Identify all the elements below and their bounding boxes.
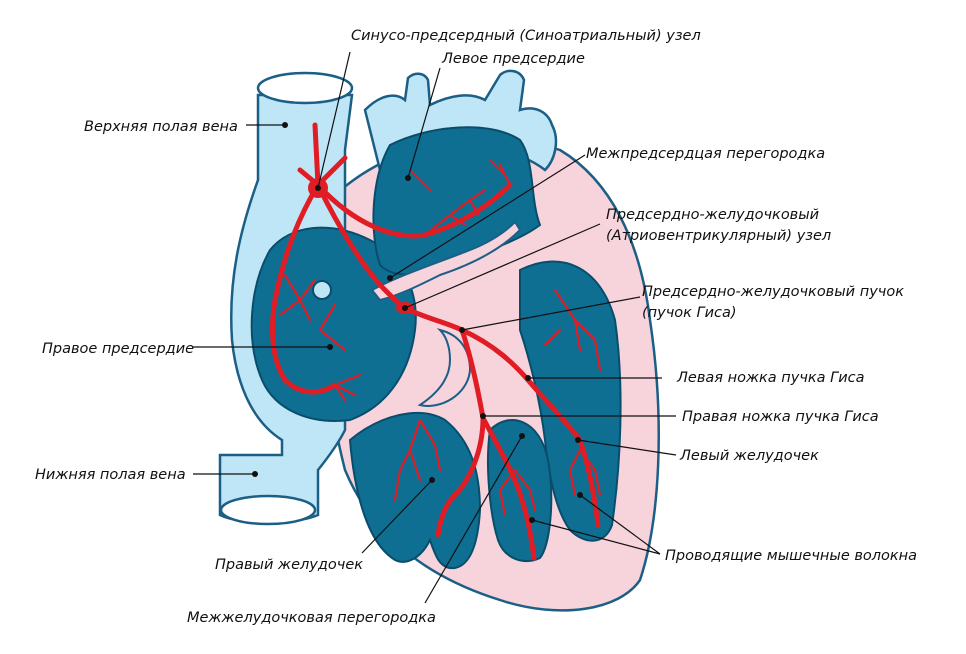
coronary-sinus-opening [312, 280, 332, 300]
right-ventricle-chamber [348, 412, 482, 570]
label-interventricular-septum: Межжелудочковая перегородка [187, 610, 436, 626]
label-right-ventricle: Правый желудочек [215, 557, 363, 573]
label-right-atrium: Правое предсердие [42, 341, 194, 357]
left-bundle-path [459, 327, 601, 528]
leader-lines [193, 51, 677, 604]
label-ivc: Нижняя полая вена [35, 467, 186, 483]
label-interatrial-septum: Межпредсердцая перегородка [586, 146, 825, 162]
septal-branch-path [480, 415, 537, 561]
label-left-atrium: Левое предсердие [441, 51, 585, 67]
svc-opening [256, 71, 354, 105]
label-av-node-line2: (Атриовентрикулярный) узел [606, 228, 831, 244]
label-svc: Верхняя полая вена [84, 119, 238, 135]
purkinje-fibers [278, 158, 602, 517]
interatrial-septum-shape [370, 220, 522, 302]
label-purkinje: Проводящие мышечные волокна [665, 548, 917, 564]
label-av-node-line1: Предсердно-желудочковый [606, 207, 819, 223]
label-sa-node: Синусо-предсердный (Синоатриальный) узел [351, 28, 701, 44]
right-bundle-path [435, 327, 486, 538]
label-his-bundle-line2: (пучок Гиса) [642, 305, 737, 321]
label-right-bundle: Правая ножка пучка Гиса [682, 409, 879, 425]
ivc-opening [219, 494, 317, 526]
label-his-bundle-line1: Предсердно-желудочковый пучок [642, 284, 904, 300]
internodal-pathway [269, 182, 338, 395]
label-left-bundle: Левая ножка пучка Гиса [676, 370, 865, 386]
label-left-ventricle: Левый желудочек [679, 448, 819, 464]
leader-dots [252, 122, 583, 523]
